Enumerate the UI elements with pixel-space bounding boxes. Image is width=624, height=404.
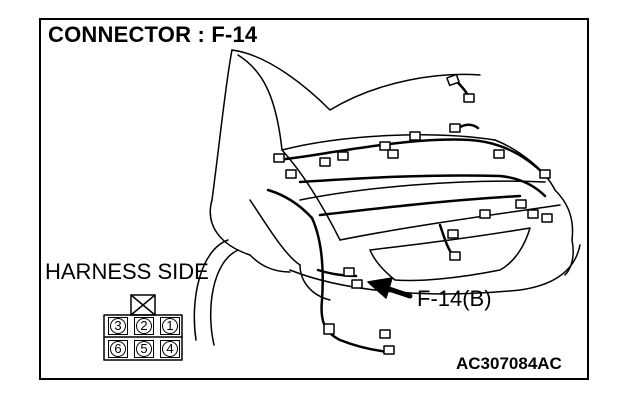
connector-pin: 5 <box>134 340 154 358</box>
connector-pin: 4 <box>160 340 180 358</box>
wiring-harness <box>266 78 547 354</box>
connector-pin: 2 <box>134 317 154 335</box>
car-body-outline <box>193 49 581 346</box>
callout-arrow <box>367 277 413 299</box>
diagram-frame <box>39 18 589 380</box>
connector-pin: 3 <box>108 317 128 335</box>
connector-pin: 1 <box>160 317 180 335</box>
harness-side-label: HARNESS SIDE <box>45 259 209 284</box>
connector-callout-label: F-14(B) <box>417 286 492 311</box>
harness-connectors <box>273 73 553 355</box>
figure-code: AC307084AC <box>456 354 562 373</box>
connector-face-outline <box>103 294 183 361</box>
diagram-title: CONNECTOR : F-14 <box>48 22 258 47</box>
connector-pin: 6 <box>108 340 128 358</box>
